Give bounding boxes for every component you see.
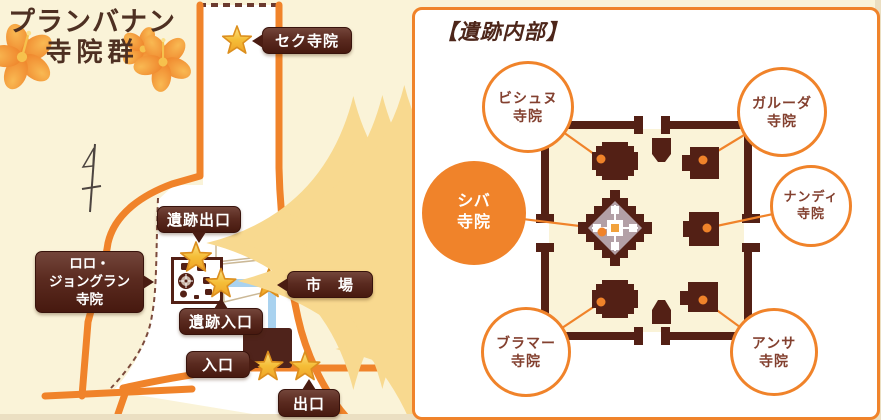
label-entrance: 入口 — [186, 351, 260, 378]
label-market: 市 場 — [277, 271, 373, 298]
ansa-suffix: 寺院 — [759, 353, 789, 369]
label-ruins-exit-text: 遺跡出口 — [166, 212, 231, 229]
label-loro-line3: 寺院 — [76, 292, 103, 308]
temple-complex-plan — [473, 106, 812, 353]
nandi-suffix: 寺院 — [796, 206, 825, 221]
shiva-suffix: 寺院 — [456, 214, 491, 231]
ansa-temple-label: アンサ 寺院 — [730, 308, 818, 396]
page-title-line1: プランバナン — [8, 7, 176, 37]
page-title-line2: 寺院群 — [45, 38, 139, 68]
park-dashed-boundary — [110, 197, 159, 389]
label-ruins-entrance-text: 遺跡入口 — [188, 314, 253, 331]
label-exit: 出口 — [278, 379, 340, 417]
vishnu-temple-shape — [592, 142, 638, 180]
garuda-suffix: 寺院 — [767, 113, 797, 129]
panel-title: 【遺跡内部】 — [436, 20, 568, 44]
north-shrine-shape — [652, 138, 671, 162]
label-ruins-entrance: 遺跡入口 — [179, 298, 263, 335]
nandi-name: ナンディ — [783, 189, 839, 205]
shiva-name: シバ — [457, 193, 491, 211]
garuda-name: ガルーダ — [752, 94, 812, 111]
page-title: プランバナン 寺院群 — [8, 6, 176, 68]
ansa-name: アンサ — [751, 334, 797, 351]
label-loro-jonggrang-temple: ロロ・ ジョングラン 寺院 — [35, 251, 154, 313]
brahma-name: ブラマー — [496, 334, 556, 351]
label-seku-temple: セク寺院 — [252, 27, 352, 54]
nandi-temple-label: ナンディ 寺院 — [770, 165, 852, 247]
label-loro-line1: ロロ・ — [69, 255, 110, 271]
brahma-temple-label: ブラマー 寺院 — [481, 307, 571, 397]
label-loro-line2: ジョングラン — [49, 273, 130, 289]
brahma-suffix: 寺院 — [511, 353, 541, 369]
vishnu-name: ビシュヌ — [498, 89, 558, 106]
connector-dots — [596, 154, 712, 307]
brahma-temple-shape — [592, 280, 638, 318]
south-shrine-shape — [652, 300, 671, 324]
vishnu-temple-label: ビシュヌ 寺院 — [482, 61, 574, 153]
garuda-temple-label: ガルーダ 寺院 — [737, 67, 827, 157]
label-ruins-exit: 遺跡出口 — [157, 206, 241, 243]
label-entrance-text: 入口 — [201, 357, 234, 374]
shiva-temple-shape — [578, 190, 652, 266]
label-seku-text: セク寺院 — [274, 33, 339, 50]
vishnu-suffix: 寺院 — [513, 108, 543, 124]
shiva-temple-label: シバ 寺院 — [422, 161, 526, 265]
north-arrow-icon — [81, 143, 102, 213]
label-exit-text: 出口 — [292, 395, 325, 413]
label-market-text: 市 場 — [305, 277, 354, 294]
